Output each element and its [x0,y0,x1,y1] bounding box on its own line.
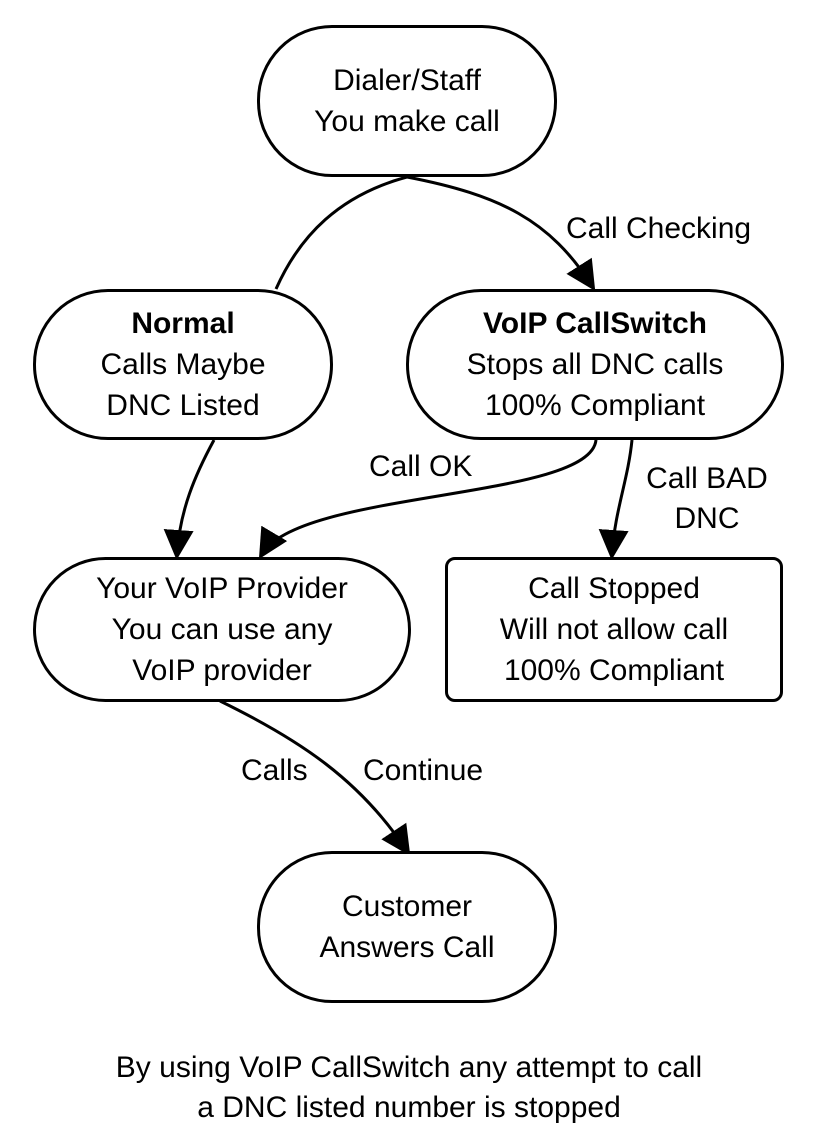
node-normal-title: Normal [131,307,235,340]
caption-line2: a DNC listed number is stopped [197,1091,621,1124]
edge-normal-to-provider [163,439,216,560]
edge-label-call-ok: Call OK [369,450,473,483]
node-customer-line2: Answers Call [319,931,495,964]
caption-line1: By using VoIP CallSwitch any attempt to … [115,1051,703,1084]
node-provider-line3: VoIP provider [132,654,312,687]
edge-label-continue: Continue [363,754,484,787]
edge-label-calls: Calls [241,754,308,787]
edge-label-call-bad-line1: Call BAD [646,462,768,495]
edge-dialer-to-callswitch [406,175,596,292]
node-normal: Normal Calls Maybe DNC Listed [33,289,333,440]
edge-label-call-checking: Call Checking [566,212,752,245]
edge-callswitch-to-provider [258,439,598,560]
node-dialer-line2: You make call [314,105,500,138]
node-voip-provider: Your VoIP Provider You can use any VoIP … [33,557,411,702]
node-customer: Customer Answers Call [257,851,557,1003]
node-callswitch-title: VoIP CallSwitch [483,307,707,340]
node-dialer-staff: Dialer/Staff You make call [257,25,557,177]
node-voip-callswitch: VoIP CallSwitch Stops all DNC calls 100%… [406,289,784,440]
node-callswitch-line3: 100% Compliant [484,389,706,422]
node-stopped-line1: Call Stopped [528,572,700,605]
node-callswitch-line2: Stops all DNC calls [466,348,724,381]
edge-callswitch-to-stopped [598,439,634,560]
edge-label-call-bad-line2: DNC [674,502,740,535]
diagram-caption: By using VoIP CallSwitch any attempt to … [0,1048,818,1128]
node-normal-line3: DNC Listed [106,389,260,422]
node-stopped-line2: Will not allow call [499,613,729,646]
node-stopped-line3: 100% Compliant [503,654,725,687]
node-provider-line2: You can use any [111,613,333,646]
edge-label-call-bad-dnc: Call BAD DNC [636,459,778,539]
edge-dialer-to-normal [274,175,408,290]
node-customer-line1: Customer [341,890,473,923]
edge-provider-to-customer [219,699,411,857]
node-normal-line2: Calls Maybe [100,348,266,381]
node-provider-line1: Your VoIP Provider [96,572,348,605]
node-dialer-line1: Dialer/Staff [333,64,481,97]
node-call-stopped: Call Stopped Will not allow call 100% Co… [445,557,783,702]
